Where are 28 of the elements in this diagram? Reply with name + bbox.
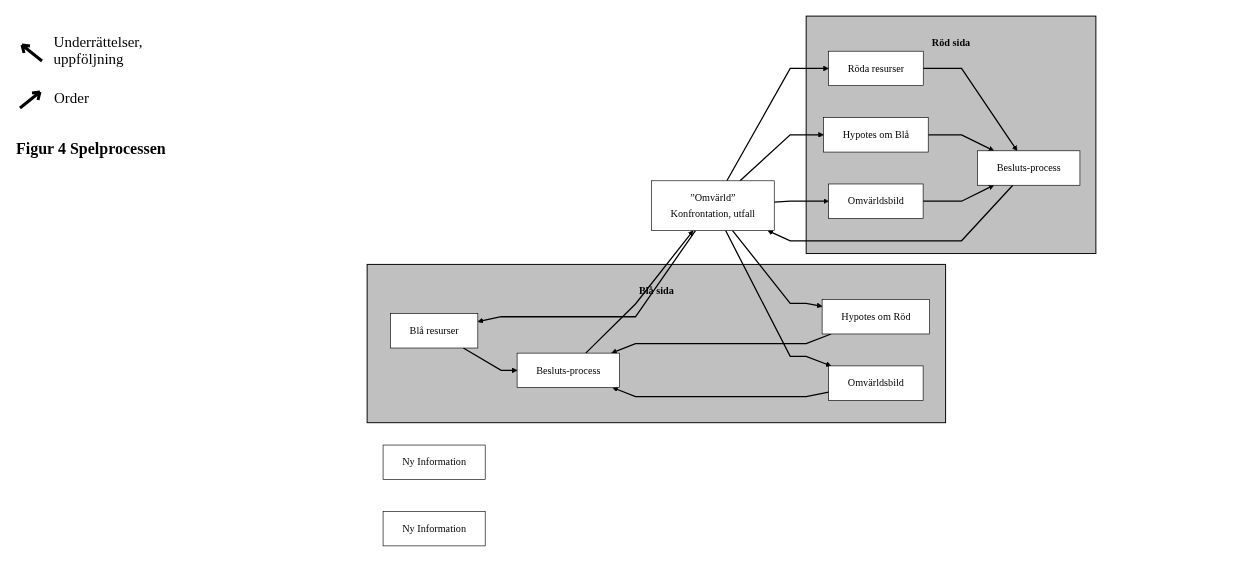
node-box: Besluts-process — [977, 150, 1081, 186]
arrow — [922, 67, 1018, 152]
node-box: Blå resurser — [390, 313, 479, 349]
node-box: Ny Information — [382, 444, 486, 480]
arrow — [477, 229, 697, 324]
arrow — [462, 347, 518, 374]
node-box: Hypotes om Blå — [823, 117, 929, 153]
node-box: Hypotes om Röd — [821, 299, 930, 335]
node-box: Besluts-process — [516, 352, 620, 388]
caption: Figur 4 Spelprocessen — [16, 140, 167, 158]
annotation-text: Underrättelser, uppföljning — [53, 34, 144, 68]
arrow — [731, 229, 823, 309]
arrow — [927, 134, 995, 152]
annotation-text: Order — [54, 89, 89, 107]
arrow — [725, 229, 832, 367]
arrow — [773, 198, 829, 204]
node-box: Ny Information — [382, 511, 486, 547]
node-box: Röda resurser — [828, 50, 924, 86]
node-box: ”Omvärld” Konfrontation, utfall — [651, 180, 775, 231]
arrow — [922, 184, 995, 202]
node-box: Omvärldsbild — [828, 365, 924, 401]
arrow — [767, 184, 1014, 242]
arrow — [612, 386, 830, 398]
arrow — [585, 230, 694, 354]
node-box: Omvärldsbild — [828, 183, 924, 219]
arrow — [726, 65, 829, 182]
arrow — [611, 333, 832, 354]
arrow — [739, 132, 824, 182]
